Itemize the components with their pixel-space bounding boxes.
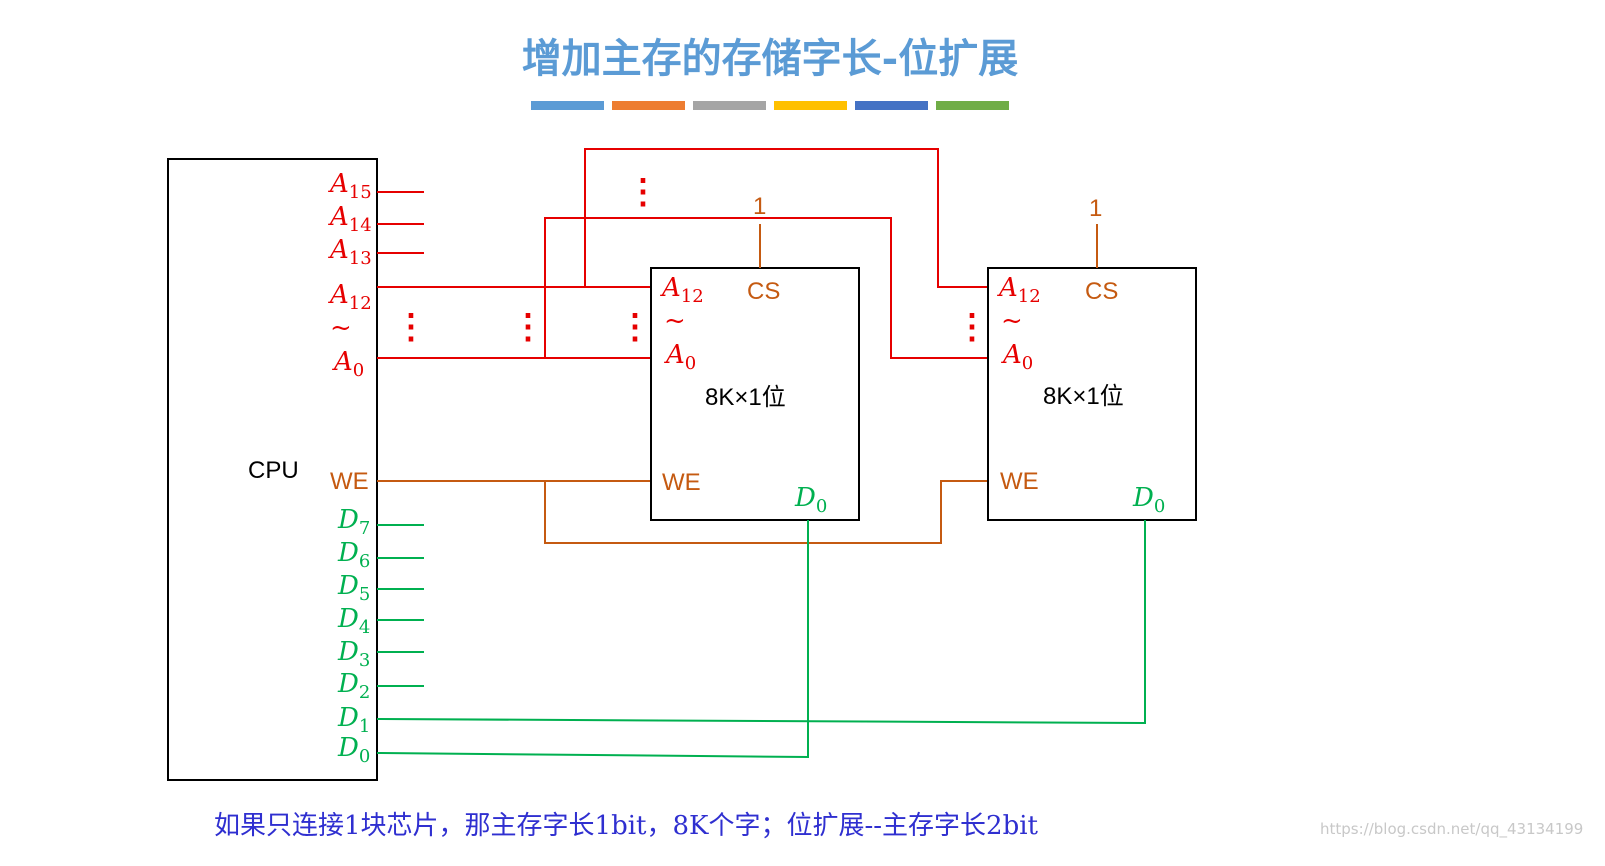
divider-bar [936, 101, 1009, 110]
cpu-pin-a13: A13 [328, 235, 372, 269]
chip-1-name: 8K×1位 [705, 384, 786, 411]
chip-2-range-mark: ~ [1001, 306, 1023, 336]
chip-1-pin-a12: A12 [660, 273, 704, 307]
divider-bar [693, 101, 766, 110]
cpu-pin-d3: D3 [337, 637, 370, 671]
cpu-pin-a15: A15 [328, 169, 372, 203]
cpu-label: CPU [248, 457, 299, 484]
ellipsis-chip2-input: ⋮ [955, 307, 989, 347]
ellipsis-marks: ⋮ ⋮ ⋮ ⋮ ⋮ [394, 172, 989, 347]
chip-1-pin-cs: CS [747, 278, 780, 305]
cpu-pin-d6: D6 [337, 538, 370, 572]
cpu-pin-a0: A0 [332, 347, 364, 381]
chip-2-pin-cs: CS [1085, 278, 1118, 305]
cpu-box [167, 158, 378, 781]
chip-2-pin-a12: A12 [997, 273, 1041, 307]
chip-2-pin-d0: D0 [1132, 483, 1165, 517]
ellipsis-top: ⋮ [626, 172, 660, 212]
chip-2-pin-we: WE [1000, 468, 1039, 495]
control-wires [377, 224, 1098, 544]
divider-bar [855, 101, 928, 110]
chip-2-cs-value: 1 [1089, 195, 1102, 222]
chip-2-pin-a0: A0 [1001, 340, 1033, 374]
cpu-pin-d2: D2 [337, 669, 370, 703]
cpu-pin-d1: D1 [337, 703, 370, 737]
address-wires [377, 148, 987, 359]
watermark-text: https://blog.csdn.net/qq_43134199 [1320, 820, 1583, 839]
cpu-pin-d7: D7 [337, 505, 370, 539]
chip-1-range-mark: ~ [664, 306, 686, 336]
chip-2-name: 8K×1位 [1043, 383, 1124, 410]
ellipsis-chip1-input: ⋮ [618, 307, 652, 347]
chip-1-cs-value: 1 [753, 193, 766, 220]
chip-1-pin-a0: A0 [664, 340, 696, 374]
caption-text: 如果只连接1块芯片，那主存字长1bit，8K个字；位扩展--主存字长2bit [214, 811, 1039, 841]
ellipsis-bus-mid: ⋮ [511, 307, 545, 347]
title-divider-bars [531, 101, 1009, 110]
ellipsis-cpu-bus: ⋮ [394, 307, 428, 347]
chip-1-pin-we: WE [662, 469, 701, 496]
chip-2-box [987, 267, 1197, 521]
data-wires [376, 520, 1146, 759]
cpu-pin-d0: D0 [337, 733, 370, 767]
divider-bar [774, 101, 847, 110]
cpu-range-mark: ~ [330, 313, 352, 343]
cpu-pin-d4: D4 [337, 604, 370, 638]
cpu-pin-a14: A14 [328, 202, 372, 236]
cpu-pin-we: WE [330, 468, 369, 495]
chip-1-box [650, 267, 860, 521]
divider-bar [612, 101, 685, 110]
divider-bar [531, 101, 604, 110]
chip-1-pin-d0: D0 [794, 483, 827, 517]
page-title: 增加主存的存储字长-位扩展 [522, 35, 1019, 82]
cpu-pin-d5: D5 [337, 571, 370, 605]
cpu-pin-a12: A12 [328, 280, 372, 314]
